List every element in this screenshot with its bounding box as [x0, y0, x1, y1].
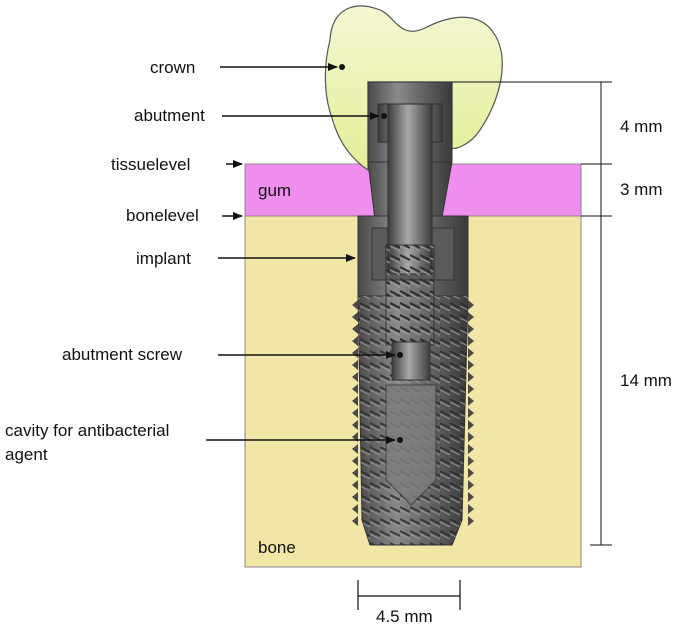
thread-tooth	[352, 396, 358, 406]
thread-tooth	[352, 300, 358, 310]
abutment-screw-threads	[385, 244, 435, 346]
gum-label: gum	[258, 181, 291, 200]
antibacterial-cavity	[385, 384, 437, 506]
thread-tooth	[352, 372, 358, 382]
thread-tooth	[468, 504, 474, 514]
thread-tooth	[468, 480, 474, 490]
thread-tooth	[352, 360, 358, 370]
thread-tooth	[468, 516, 474, 526]
thread-tooth	[352, 384, 358, 394]
crown-label: crown	[150, 58, 195, 77]
cavity-dot	[397, 437, 403, 443]
thread-tooth	[352, 504, 358, 514]
thread-tooth	[468, 336, 474, 346]
cavity-label-line2: agent	[5, 445, 48, 464]
thread-tooth	[352, 516, 358, 526]
thread-tooth	[352, 420, 358, 430]
thread-tooth	[468, 300, 474, 310]
abutment-height-label: 4 mm	[620, 117, 663, 136]
thread-tooth	[352, 444, 358, 454]
abutment-screw-label: abutment screw	[62, 345, 183, 364]
abutment-screw-tip	[391, 341, 431, 381]
tissuelevel-label: tissuelevel	[111, 155, 190, 174]
thread-tooth	[352, 336, 358, 346]
thread-tooth	[468, 396, 474, 406]
implant-length-label: 14 mm	[620, 371, 672, 390]
thread-tooth	[468, 420, 474, 430]
abutment-dot	[381, 113, 387, 119]
screw-dot	[397, 352, 403, 358]
thread-tooth	[352, 480, 358, 490]
thread-tooth	[468, 372, 474, 382]
bone-label: bone	[258, 538, 296, 557]
thread-tooth	[468, 444, 474, 454]
gum-height-label: 3 mm	[620, 180, 663, 199]
thread-tooth	[352, 408, 358, 418]
thread-tooth	[468, 360, 474, 370]
thread-tooth	[468, 348, 474, 358]
thread-tooth	[468, 468, 474, 478]
implant-label: implant	[136, 249, 191, 268]
thread-tooth	[468, 408, 474, 418]
bonelevel-label: bonelevel	[126, 206, 199, 225]
thread-tooth	[468, 492, 474, 502]
thread-teeth: // placeholder removed; teeth drawn stat…	[352, 300, 474, 526]
thread-tooth	[352, 324, 358, 334]
crown-shape	[324, 5, 503, 172]
crown-dot	[339, 64, 345, 70]
thread-tooth	[352, 468, 358, 478]
thread-tooth	[468, 384, 474, 394]
cavity-label-line1: cavity for antibacterial	[5, 421, 169, 440]
implant-diameter-label: 4.5 mm	[376, 607, 433, 626]
abutment-label: abutment	[134, 106, 205, 125]
thread-tooth	[352, 312, 358, 322]
thread-tooth	[468, 312, 474, 322]
thread-tooth	[468, 432, 474, 442]
thread-tooth	[352, 456, 358, 466]
thread-tooth	[352, 492, 358, 502]
thread-tooth	[468, 456, 474, 466]
thread-tooth	[468, 324, 474, 334]
